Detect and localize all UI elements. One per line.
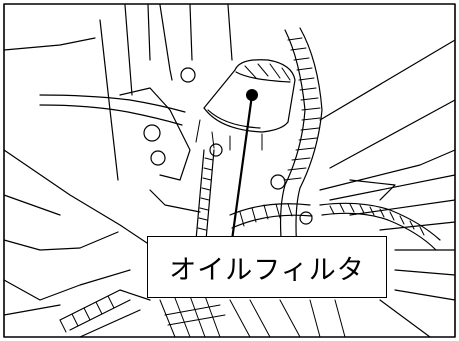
corrugated-tube [279, 27, 323, 251]
bolt [270, 174, 286, 190]
engine-body [3, 4, 233, 316]
oil-filter [195, 59, 296, 151]
threaded-rod [195, 149, 215, 241]
frame-structure [319, 39, 456, 338]
bottom-parts [59, 289, 346, 338]
wire-harness [229, 203, 313, 229]
figure-frame [3, 3, 456, 338]
hose [39, 94, 186, 126]
bolt [150, 150, 166, 166]
leader-line [230, 93, 254, 242]
oil-filter-label: オイルフィルタ [169, 254, 365, 286]
braided-hose [319, 202, 441, 251]
mounting-bracket [119, 67, 313, 225]
bolt [180, 67, 196, 83]
bolt [299, 211, 313, 225]
bolt [143, 124, 161, 142]
bolt [209, 143, 223, 157]
callout-box: オイルフィルタ [147, 236, 387, 298]
